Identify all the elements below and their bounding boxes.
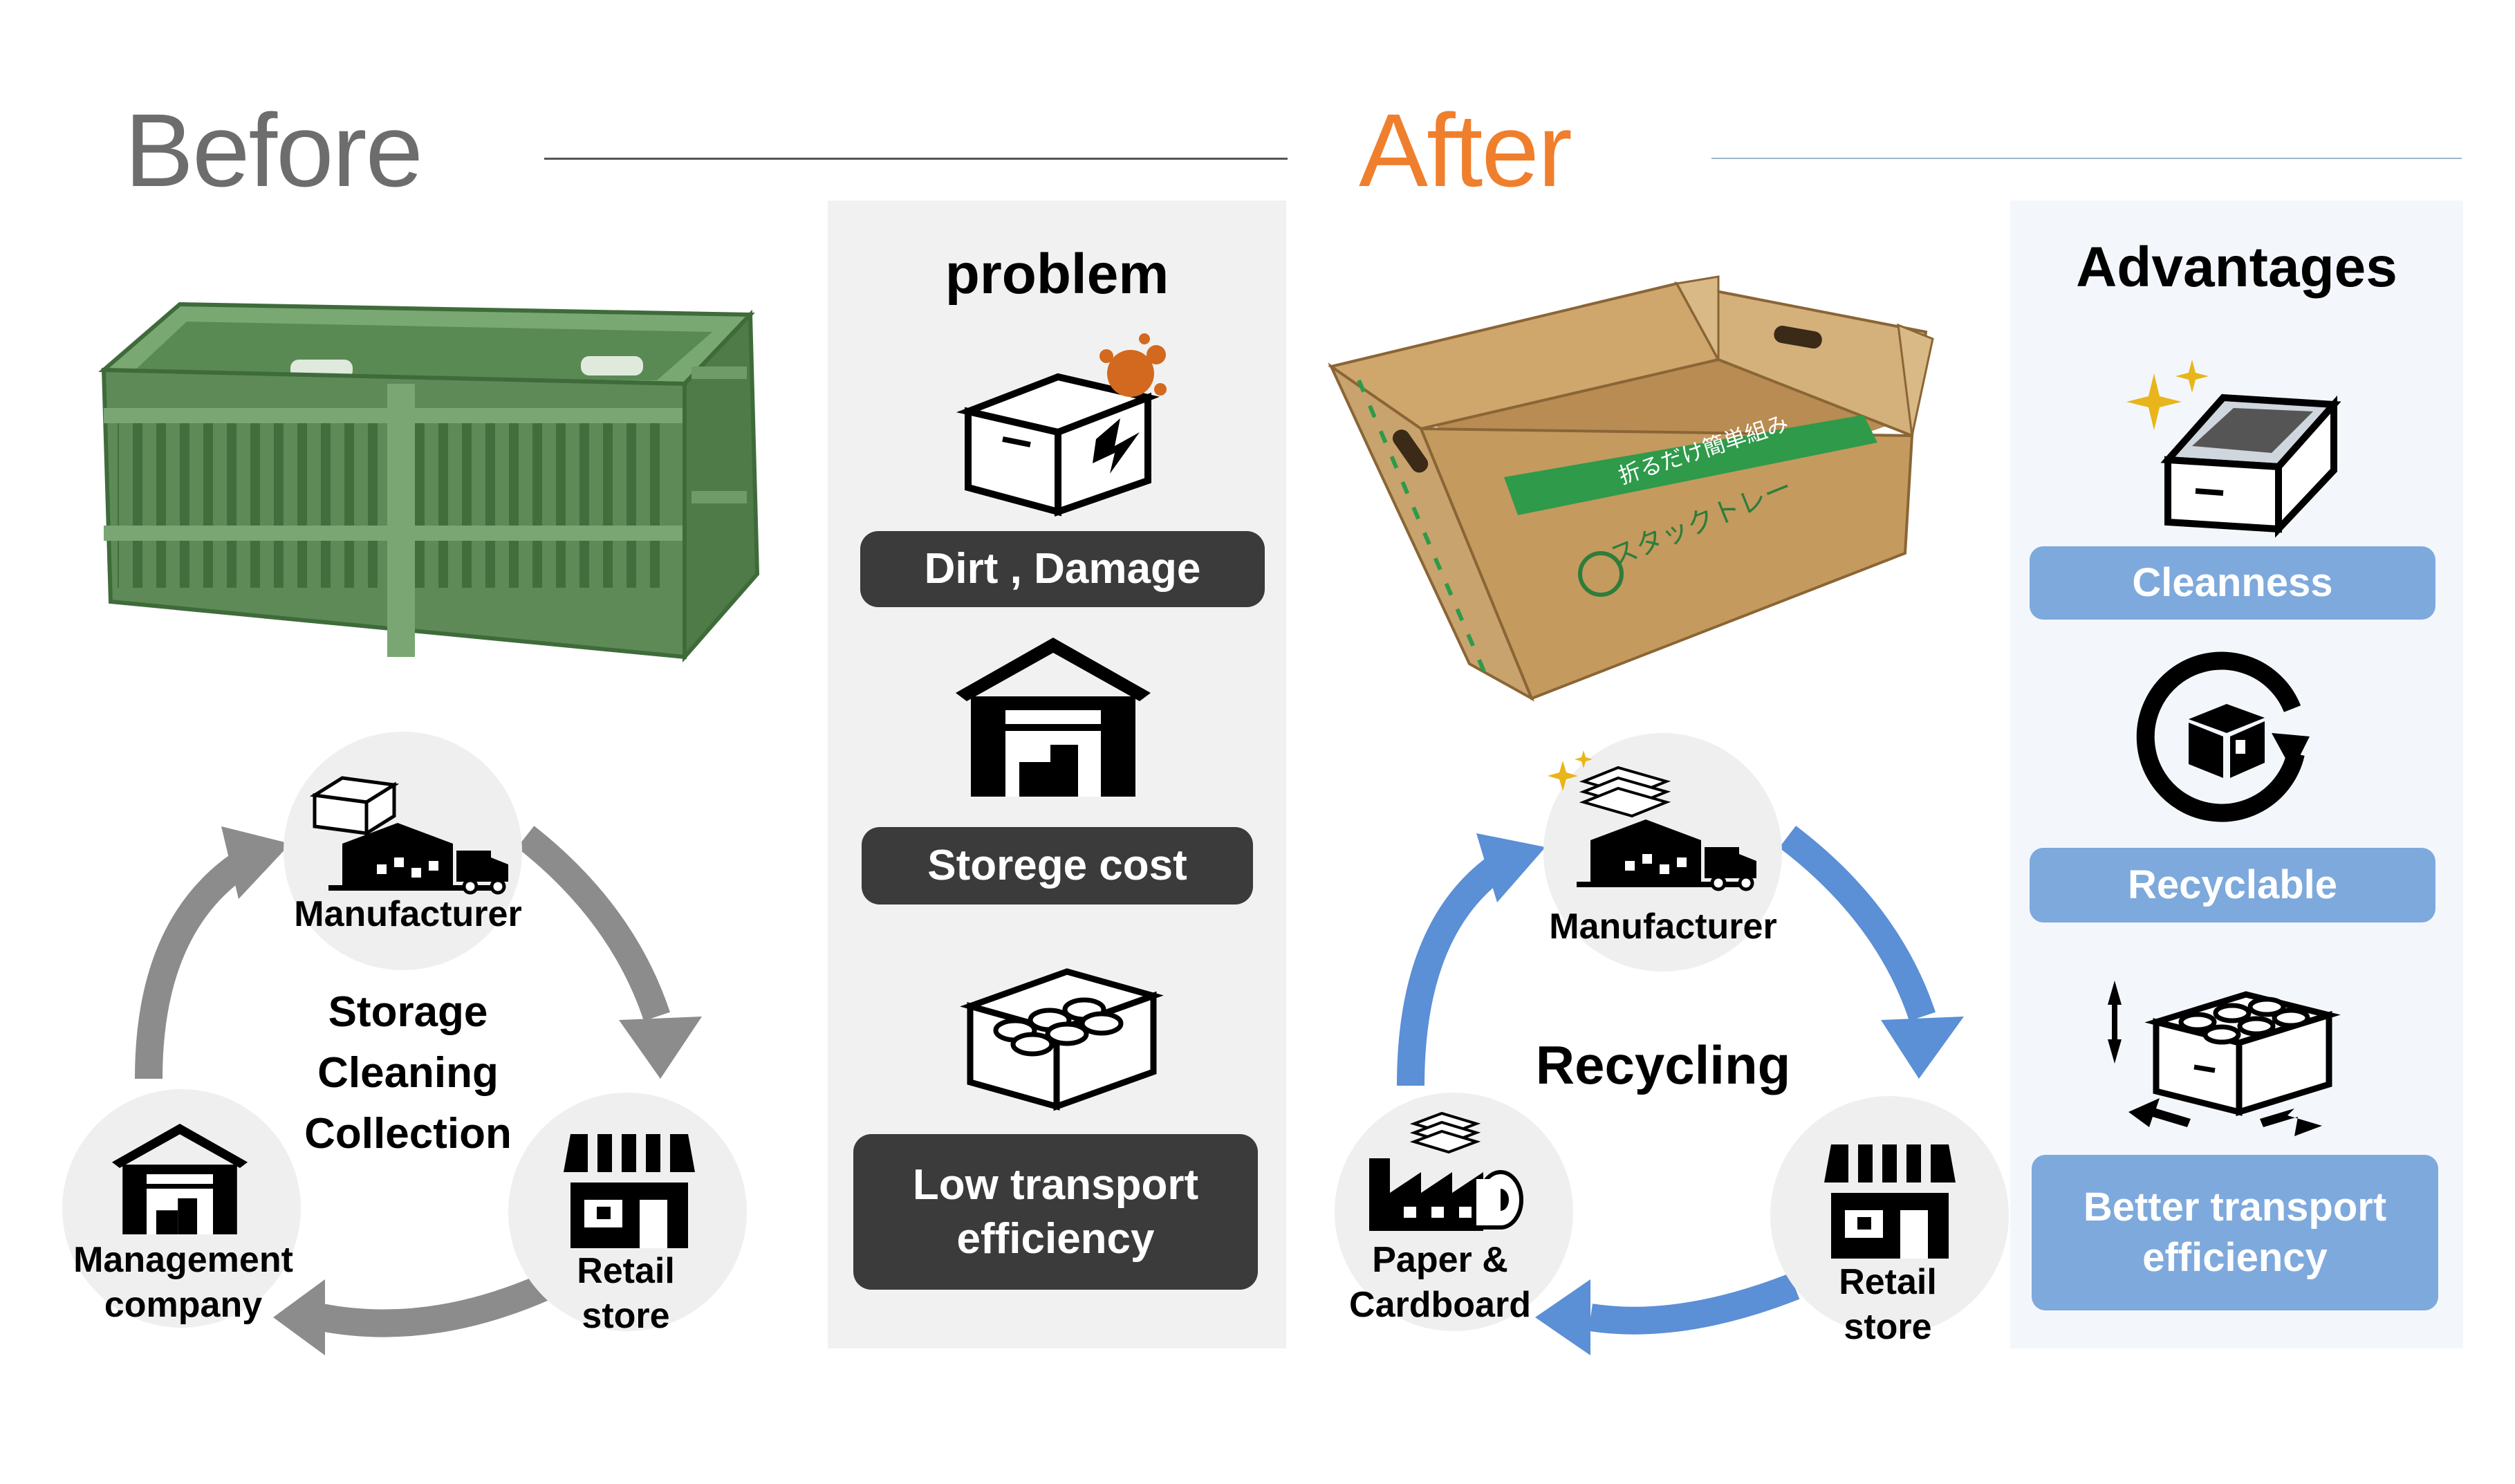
before-management-label-line2: company: [104, 1285, 263, 1325]
before-management-label: Management company: [38, 1238, 328, 1328]
better-transport-label-line2: efficiency: [2142, 1234, 2328, 1280]
after-heading-rule: [1711, 158, 2462, 159]
after-manufacturer-label: Manufacturer: [1549, 907, 1777, 947]
after-retail-label-line2: store: [1844, 1307, 1932, 1347]
before-center-line2: Cleaning: [317, 1049, 499, 1097]
storage-cost-label: Storege cost: [927, 842, 1187, 890]
recyclable-pill: Recyclable: [2030, 848, 2435, 922]
before-retail-label-line2: store: [582, 1296, 670, 1336]
dirt-damage-pill: Dirt , Damage: [860, 531, 1265, 607]
before-center-line1: Storage: [328, 988, 488, 1036]
factory-tray-icon: [1548, 750, 1756, 891]
before-management-label-line1: Management: [73, 1240, 293, 1280]
dirt-damage-label: Dirt , Damage: [924, 545, 1201, 593]
management-warehouse-icon: [111, 1124, 248, 1234]
cleanness-pill: Cleanness: [2030, 546, 2435, 620]
after-retail-label-line1: Retail: [1839, 1262, 1937, 1302]
advantages-title: Advantages: [2076, 236, 2397, 299]
before-retail-label: Retail store: [526, 1249, 726, 1339]
factory-crate-icon: [309, 776, 508, 895]
recycle-box-icon: [2136, 651, 2310, 822]
before-arrow-management-to-manufacturer: [135, 849, 254, 1079]
crate-rolls-icon: [960, 968, 1164, 1111]
problem-title: problem: [945, 243, 1169, 306]
plastic-crate-image: [98, 302, 760, 662]
before-retail-label-line1: Retail: [577, 1251, 675, 1291]
after-arrow-retail-to-paper: [1588, 1273, 1800, 1335]
after-paper-label-line2: Cardboard: [1349, 1285, 1531, 1325]
before-heading: Before: [124, 92, 423, 208]
damaged-box-icon: [956, 333, 1167, 517]
before-arrow-manufacturer-to-retail: [517, 826, 670, 1021]
low-transport-pill: Low transport efficiency: [853, 1134, 1258, 1290]
after-paper-label: Paper & Cardboard: [1328, 1238, 1552, 1328]
after-retail-label: Retail store: [1788, 1260, 1988, 1350]
after-paper-label-line1: Paper &: [1372, 1240, 1508, 1280]
before-heading-rule: [544, 158, 1288, 160]
low-transport-label-line1: Low transport: [912, 1161, 1199, 1209]
before-manufacturer-label: Manufacturer: [294, 894, 522, 934]
clean-box-icon: [2126, 360, 2341, 538]
warehouse-icon: [956, 638, 1151, 797]
before-cycle-center-label: Storage Cleaning Collection: [273, 982, 543, 1165]
after-heading: After: [1359, 92, 1572, 208]
stack-box-icon: [2108, 981, 2341, 1136]
better-transport-pill: Better transport efficiency: [2032, 1155, 2438, 1310]
before-arrow-retail-to-management: [319, 1273, 553, 1337]
paper-factory-icon: [1369, 1111, 1523, 1231]
cleanness-label: Cleanness: [2132, 559, 2333, 605]
low-transport-label-line2: efficiency: [956, 1214, 1155, 1263]
after-arrow-paper-to-manufacturer: [1397, 853, 1509, 1086]
after-cycle-center-label: Recycling: [1535, 1035, 1791, 1095]
before-center-line3: Collection: [304, 1110, 512, 1158]
recyclable-label: Recyclable: [2127, 862, 2338, 907]
storage-cost-pill: Storege cost: [862, 827, 1253, 905]
after-arrow-manufacturer-to-retail: [1779, 826, 1936, 1021]
after-retail-store-icon: [1824, 1144, 1956, 1259]
better-transport-label-line1: Better transport: [2083, 1185, 2387, 1230]
retail-store-icon: [564, 1134, 695, 1248]
cardboard-tray-image: 折るだけ簡単組み スタックトレー: [1328, 275, 1934, 702]
